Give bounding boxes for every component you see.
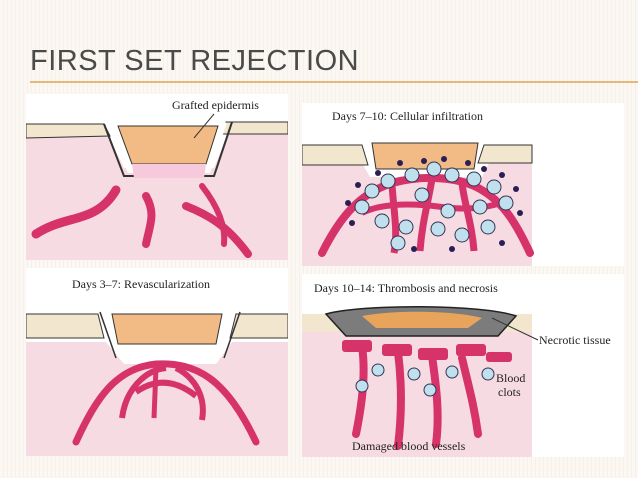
title-underline [30, 81, 638, 83]
label-clots: clots [498, 385, 521, 399]
panel-revascularization: Days 3–7: Revascularization [26, 268, 288, 456]
panel-cellular-infiltration: Days 7–10: Cellular infiltration [302, 103, 624, 266]
label-cellular-infiltration: Days 7–10: Cellular infiltration [332, 109, 483, 123]
label-damaged-vessels: Damaged blood vessels [352, 439, 466, 453]
label-grafted-epidermis: Grafted epidermis [172, 98, 259, 112]
panel-grafted-epidermis: Grafted epidermis [26, 94, 288, 260]
slide-title: FIRST SET REJECTION [30, 45, 360, 77]
label-blood: Blood [496, 371, 525, 385]
label-thrombosis-necrosis: Days 10–14: Thrombosis and necrosis [314, 281, 498, 295]
label-necrotic-tissue: Necrotic tissue [539, 333, 611, 347]
label-revascularization: Days 3–7: Revascularization [72, 277, 210, 291]
panel-thrombosis-necrosis: Days 10–14: Thrombosis and necrosis Necr… [302, 274, 624, 457]
